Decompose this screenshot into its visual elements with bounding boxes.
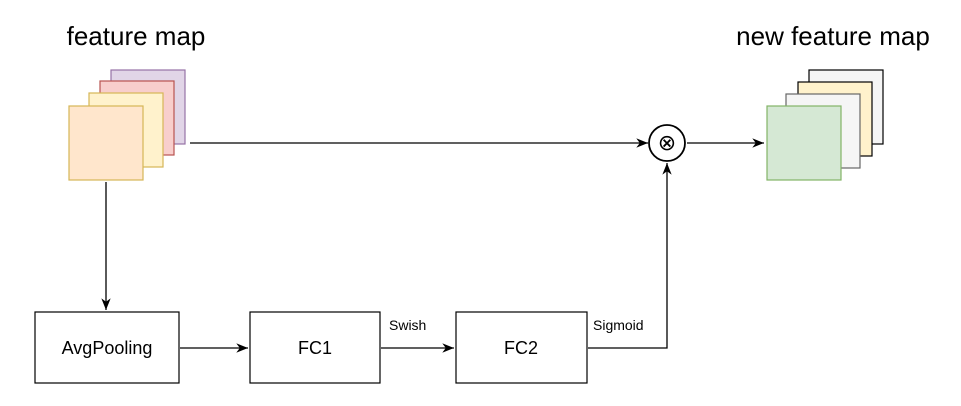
multiply-icon: ⊗ [658, 131, 676, 156]
multiply-circle [648, 124, 686, 162]
input-feature-map-stack [68, 69, 186, 181]
fc2-node: FC2 [455, 311, 588, 384]
fc1-node: FC1 [249, 311, 381, 384]
avgpooling-node: AvgPooling [34, 311, 180, 384]
fc1-label: FC1 [298, 338, 332, 358]
output-layer-4 [766, 105, 842, 181]
sigmoid-label: Sigmoid [593, 317, 644, 333]
output-feature-map-stack [766, 69, 884, 181]
fc2-label: FC2 [504, 338, 538, 358]
input-feature-map-title: feature map [67, 21, 206, 51]
swish-label: Swish [389, 317, 426, 333]
output-feature-map-title: new feature map [736, 21, 930, 51]
avgpooling-label: AvgPooling [62, 338, 153, 358]
input-layer-4 [68, 105, 144, 181]
multiply-operator: ⊗ [648, 124, 686, 162]
fc2-to-multiply-arrow [588, 163, 672, 349]
